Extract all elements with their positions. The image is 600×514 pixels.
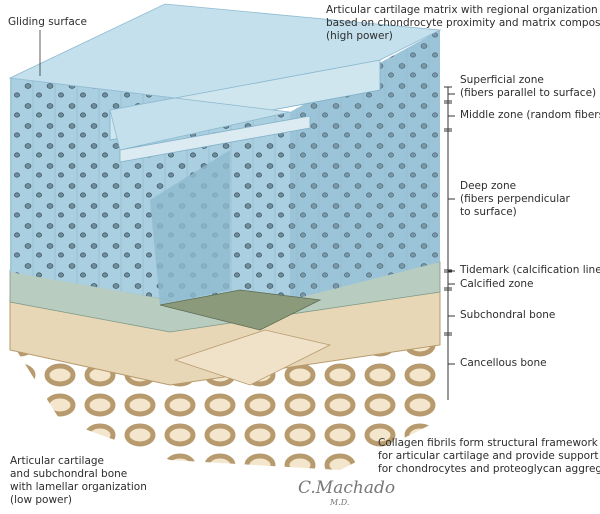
middle-step <box>119 115 311 163</box>
subchondral-bone-label: Subchondral bone <box>460 309 556 321</box>
artist-signature: C.Machado <box>298 478 396 498</box>
zone-bracket <box>444 86 455 400</box>
calcified-zone-label: Calcified zone <box>460 278 534 290</box>
artist-signature-suffix: M.D. <box>330 498 350 507</box>
gliding-surface <box>8 3 442 151</box>
subchondral-exposed <box>173 329 332 386</box>
middle-zone-label: Middle zone (random fibers) <box>460 109 600 121</box>
deep-zone-cut <box>150 150 230 305</box>
gliding-surface-label: Gliding surface <box>8 16 88 28</box>
superficial-zone-label: Superficial zone(fibers parallel to surf… <box>460 74 597 99</box>
calcified-exposed <box>159 289 322 331</box>
cancellous-bone-label: Cancellous bone <box>460 357 547 369</box>
bottom-right-caption: Collagen fibrils form structural framewo… <box>378 437 600 475</box>
tidemark-label: Tidemark (calcification line) <box>460 264 600 276</box>
figure-title: Articular cartilage matrix with regional… <box>326 4 600 42</box>
